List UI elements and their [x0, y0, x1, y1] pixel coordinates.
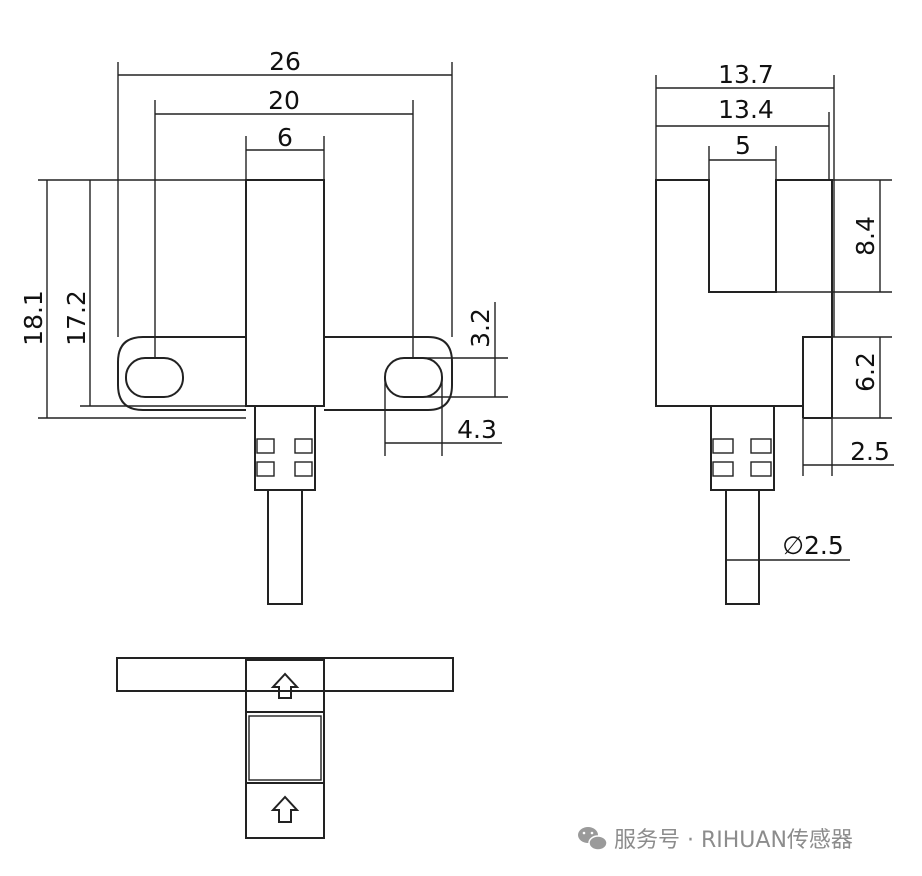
front-gland-notch-2: [294, 438, 313, 454]
watermark-text: 服务号 · RIHUAN传感器: [614, 828, 853, 853]
dim-width-overall: 26: [117, 47, 453, 337]
front-gland-notch-3: [256, 461, 275, 477]
dim-cable-diameter: ∅2.5: [726, 531, 850, 561]
bottom-lens-window: [248, 715, 322, 781]
side-gland-notch-3: [712, 461, 734, 477]
dim-width-overall-label: 26: [269, 47, 301, 76]
side-gland-notch-1: [712, 438, 734, 454]
dim-base-step: 2.5: [802, 418, 894, 476]
dim-slot-depth-label: 8.4: [851, 216, 880, 256]
bottom-plate: [116, 657, 454, 692]
front-sensor-body: [245, 179, 325, 407]
bottom-view: [116, 657, 454, 839]
wechat-icon: [578, 827, 608, 851]
dim-side-slot-width-label: 5: [735, 131, 751, 160]
front-mounting-hole-right: [384, 357, 443, 398]
dim-base-height: 6.2: [832, 336, 892, 419]
dim-side-slot-width: 5: [708, 131, 777, 180]
dim-hole-length-label: 4.3: [457, 415, 497, 444]
side-gland-notch-2: [750, 438, 772, 454]
dim-base-step-label: 2.5: [850, 437, 890, 466]
front-view: 26 20 6 18.1 17.2: [19, 47, 508, 605]
side-cable: [725, 489, 760, 605]
dim-height-body-label: 17.2: [62, 290, 91, 346]
dim-height-overall: 18.1: [19, 179, 246, 419]
front-cable-gland: [254, 405, 316, 491]
arrow-up-icon: [270, 672, 300, 699]
dim-depth-inner: 13.4: [656, 95, 830, 180]
dim-depth-overall-label: 13.7: [718, 60, 774, 89]
dim-depth-inner-label: 13.4: [718, 95, 774, 124]
front-gland-notch-1: [256, 438, 275, 454]
side-body-outline: [655, 179, 833, 407]
dim-hole-height-label: 3.2: [466, 308, 495, 348]
dim-slot-width-label: 6: [277, 123, 293, 152]
dim-slot-width: 6: [245, 123, 325, 180]
dim-hole-pitch: 20: [154, 86, 414, 357]
front-mounting-hole-left: [125, 357, 184, 398]
side-gland-notch-4: [750, 461, 772, 477]
dim-depth-overall: 13.7: [655, 60, 835, 337]
dim-cable-diameter-label: ∅2.5: [782, 531, 844, 560]
side-view: 13.7 13.4 5 8.4 6.2: [655, 60, 894, 605]
dim-hole-height: 3.2: [413, 302, 508, 398]
dim-height-overall-label: 18.1: [19, 290, 48, 346]
front-cable: [267, 489, 303, 605]
arrow-up-icon: [270, 795, 300, 823]
side-cable-gland: [710, 405, 775, 491]
watermark: 服务号 · RIHUAN传感器: [578, 827, 853, 853]
bottom-sensor-body: [245, 659, 325, 839]
dim-height-body: 17.2: [62, 180, 246, 407]
dim-slot-depth: 8.4: [776, 179, 892, 293]
dim-hole-pitch-label: 20: [268, 86, 300, 115]
dim-base-height-label: 6.2: [851, 352, 880, 392]
dim-hole-length: 4.3: [384, 378, 502, 456]
front-mounting-plate: [117, 336, 453, 411]
front-gland-notch-4: [294, 461, 313, 477]
